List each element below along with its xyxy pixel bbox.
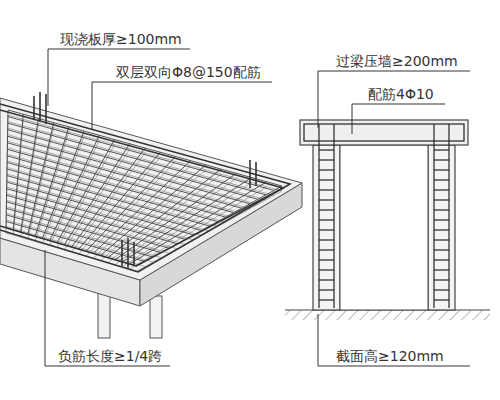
stirrup (319, 209, 334, 210)
stirrup (319, 199, 334, 200)
dimension-label: 配筋4Φ10 (368, 86, 434, 102)
stirrup (434, 269, 449, 270)
edge-rebar (0, 92, 290, 272)
stirrup (319, 279, 334, 280)
stirrup (319, 229, 334, 230)
rebar-bar (108, 169, 221, 257)
dimension-label: 截面高≥120mm (336, 348, 444, 364)
stirrup (319, 289, 334, 290)
stirrup (434, 249, 449, 250)
door-opening (340, 145, 428, 310)
stirrup (434, 209, 449, 210)
stirrup (319, 169, 334, 170)
rebar-bar (6, 202, 169, 248)
leader-line (45, 49, 470, 366)
stirrup (319, 159, 334, 160)
rebar-bar (130, 182, 267, 264)
rebar-bar (6, 215, 153, 257)
stirrup (319, 179, 334, 180)
rebar-bar (7, 200, 178, 249)
rebar-bar (6, 221, 145, 261)
stirrup (319, 249, 334, 250)
stirrup (434, 299, 449, 300)
rebar-bar (7, 195, 178, 244)
rebar-bar (6, 207, 169, 253)
dimension-label: 现浇板厚≥100mm (60, 31, 182, 47)
lintel-beam (300, 120, 468, 145)
rebar-bar (6, 208, 161, 252)
rebar-mesh (6, 110, 282, 271)
stirrup (434, 219, 449, 220)
stirrup (319, 299, 334, 300)
dimension-label: 过梁压墙≥200mm (336, 53, 458, 69)
stirrup (434, 229, 449, 230)
stirrup (434, 289, 449, 290)
stirrup (319, 149, 334, 150)
stirrup (434, 189, 449, 190)
rebar-bar (7, 194, 186, 245)
stirrup (434, 279, 449, 280)
stirrup (434, 239, 449, 240)
ground (285, 310, 490, 320)
stirrup (434, 169, 449, 170)
dimension-label: 双层双向Φ8@150配筋 (116, 64, 261, 80)
stirrup (434, 259, 449, 260)
stirrup (434, 149, 449, 150)
rebar-bar (122, 178, 251, 262)
dimension-label: 负筋长度≥1/4跨 (58, 348, 162, 364)
stirrup (319, 219, 334, 220)
stirrup (319, 269, 334, 270)
rebar-bar (7, 189, 186, 240)
stirrup (319, 239, 334, 240)
stirrup (319, 259, 334, 260)
stirrup (434, 199, 449, 200)
rebar-bar (93, 161, 190, 254)
column-rebar (319, 124, 449, 308)
rebar-bar (7, 182, 194, 235)
stirrup (434, 159, 449, 160)
rebar-bar (7, 176, 202, 231)
stirrup (434, 179, 449, 180)
stirrup (319, 189, 334, 190)
